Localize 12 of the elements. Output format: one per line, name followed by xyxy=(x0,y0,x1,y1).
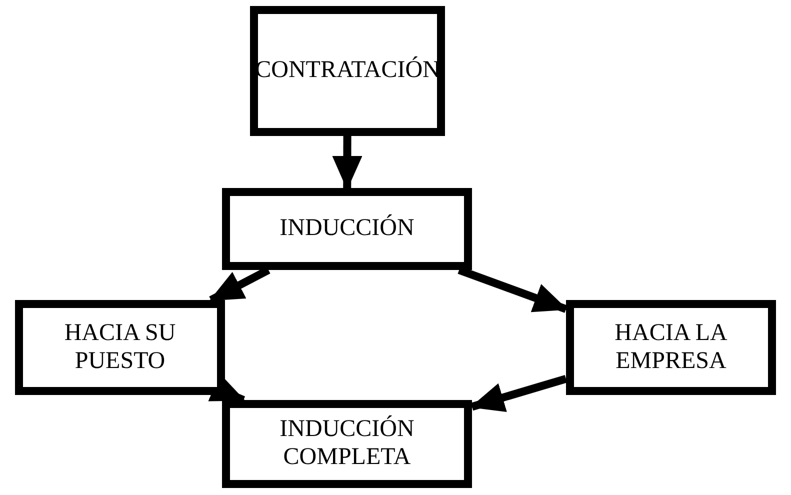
process-box xyxy=(222,188,472,270)
process-box xyxy=(250,6,445,136)
process-box xyxy=(15,300,225,395)
process-box xyxy=(222,400,472,488)
process-box xyxy=(566,300,776,395)
box-label: HACIA SU PUESTO xyxy=(63,320,177,376)
box-label: INDUCCIÓN COMPLETA xyxy=(278,416,416,472)
box-label: CONTRATACIÓN xyxy=(255,57,440,85)
box-label: INDUCCIÓN xyxy=(280,215,414,243)
box-label: HACIA LA EMPRESA xyxy=(614,320,728,376)
arrow xyxy=(332,136,362,190)
arrow xyxy=(470,374,568,412)
